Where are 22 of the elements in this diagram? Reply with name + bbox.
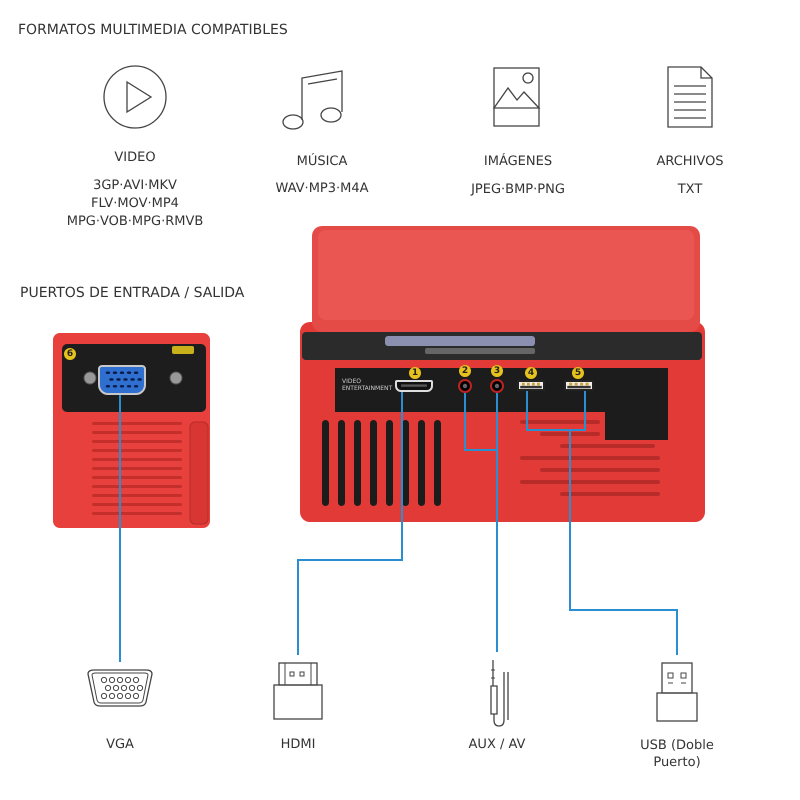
leader-line [297,392,403,655]
hdmi-port [395,380,433,392]
format-list: WAV·MP3·M4A [275,181,369,197]
category-label: MÚSICA [296,154,348,170]
category-label: VIDEO [114,150,156,166]
category-label: ARCHIVOS [656,154,724,170]
connector-label: AUX / AV [468,736,526,753]
format-list: MPG·VOB·MPG·RMVB [66,214,204,230]
connector-label: USB (Doble Puerto) [639,737,715,771]
section-heading: PUERTOS DE ENTRADA / SALIDA [20,285,244,301]
format-list: TXT [678,182,702,198]
category-label: IMÁGENES [484,154,552,170]
format-list: 3GP·AVI·MKV [93,178,177,194]
format-list: FLV·MOV·MP4 [91,196,179,212]
vga-port [98,365,146,395]
connector-label: VGA [105,736,135,753]
connector-label: HDMI [280,736,316,753]
format-list: JPEG·BMP·PNG [471,182,565,198]
leader-line [119,395,121,662]
usb-port [564,380,594,391]
usb-port [517,380,545,391]
section-heading: FORMATOS MULTIMEDIA COMPATIBLES [18,22,288,38]
